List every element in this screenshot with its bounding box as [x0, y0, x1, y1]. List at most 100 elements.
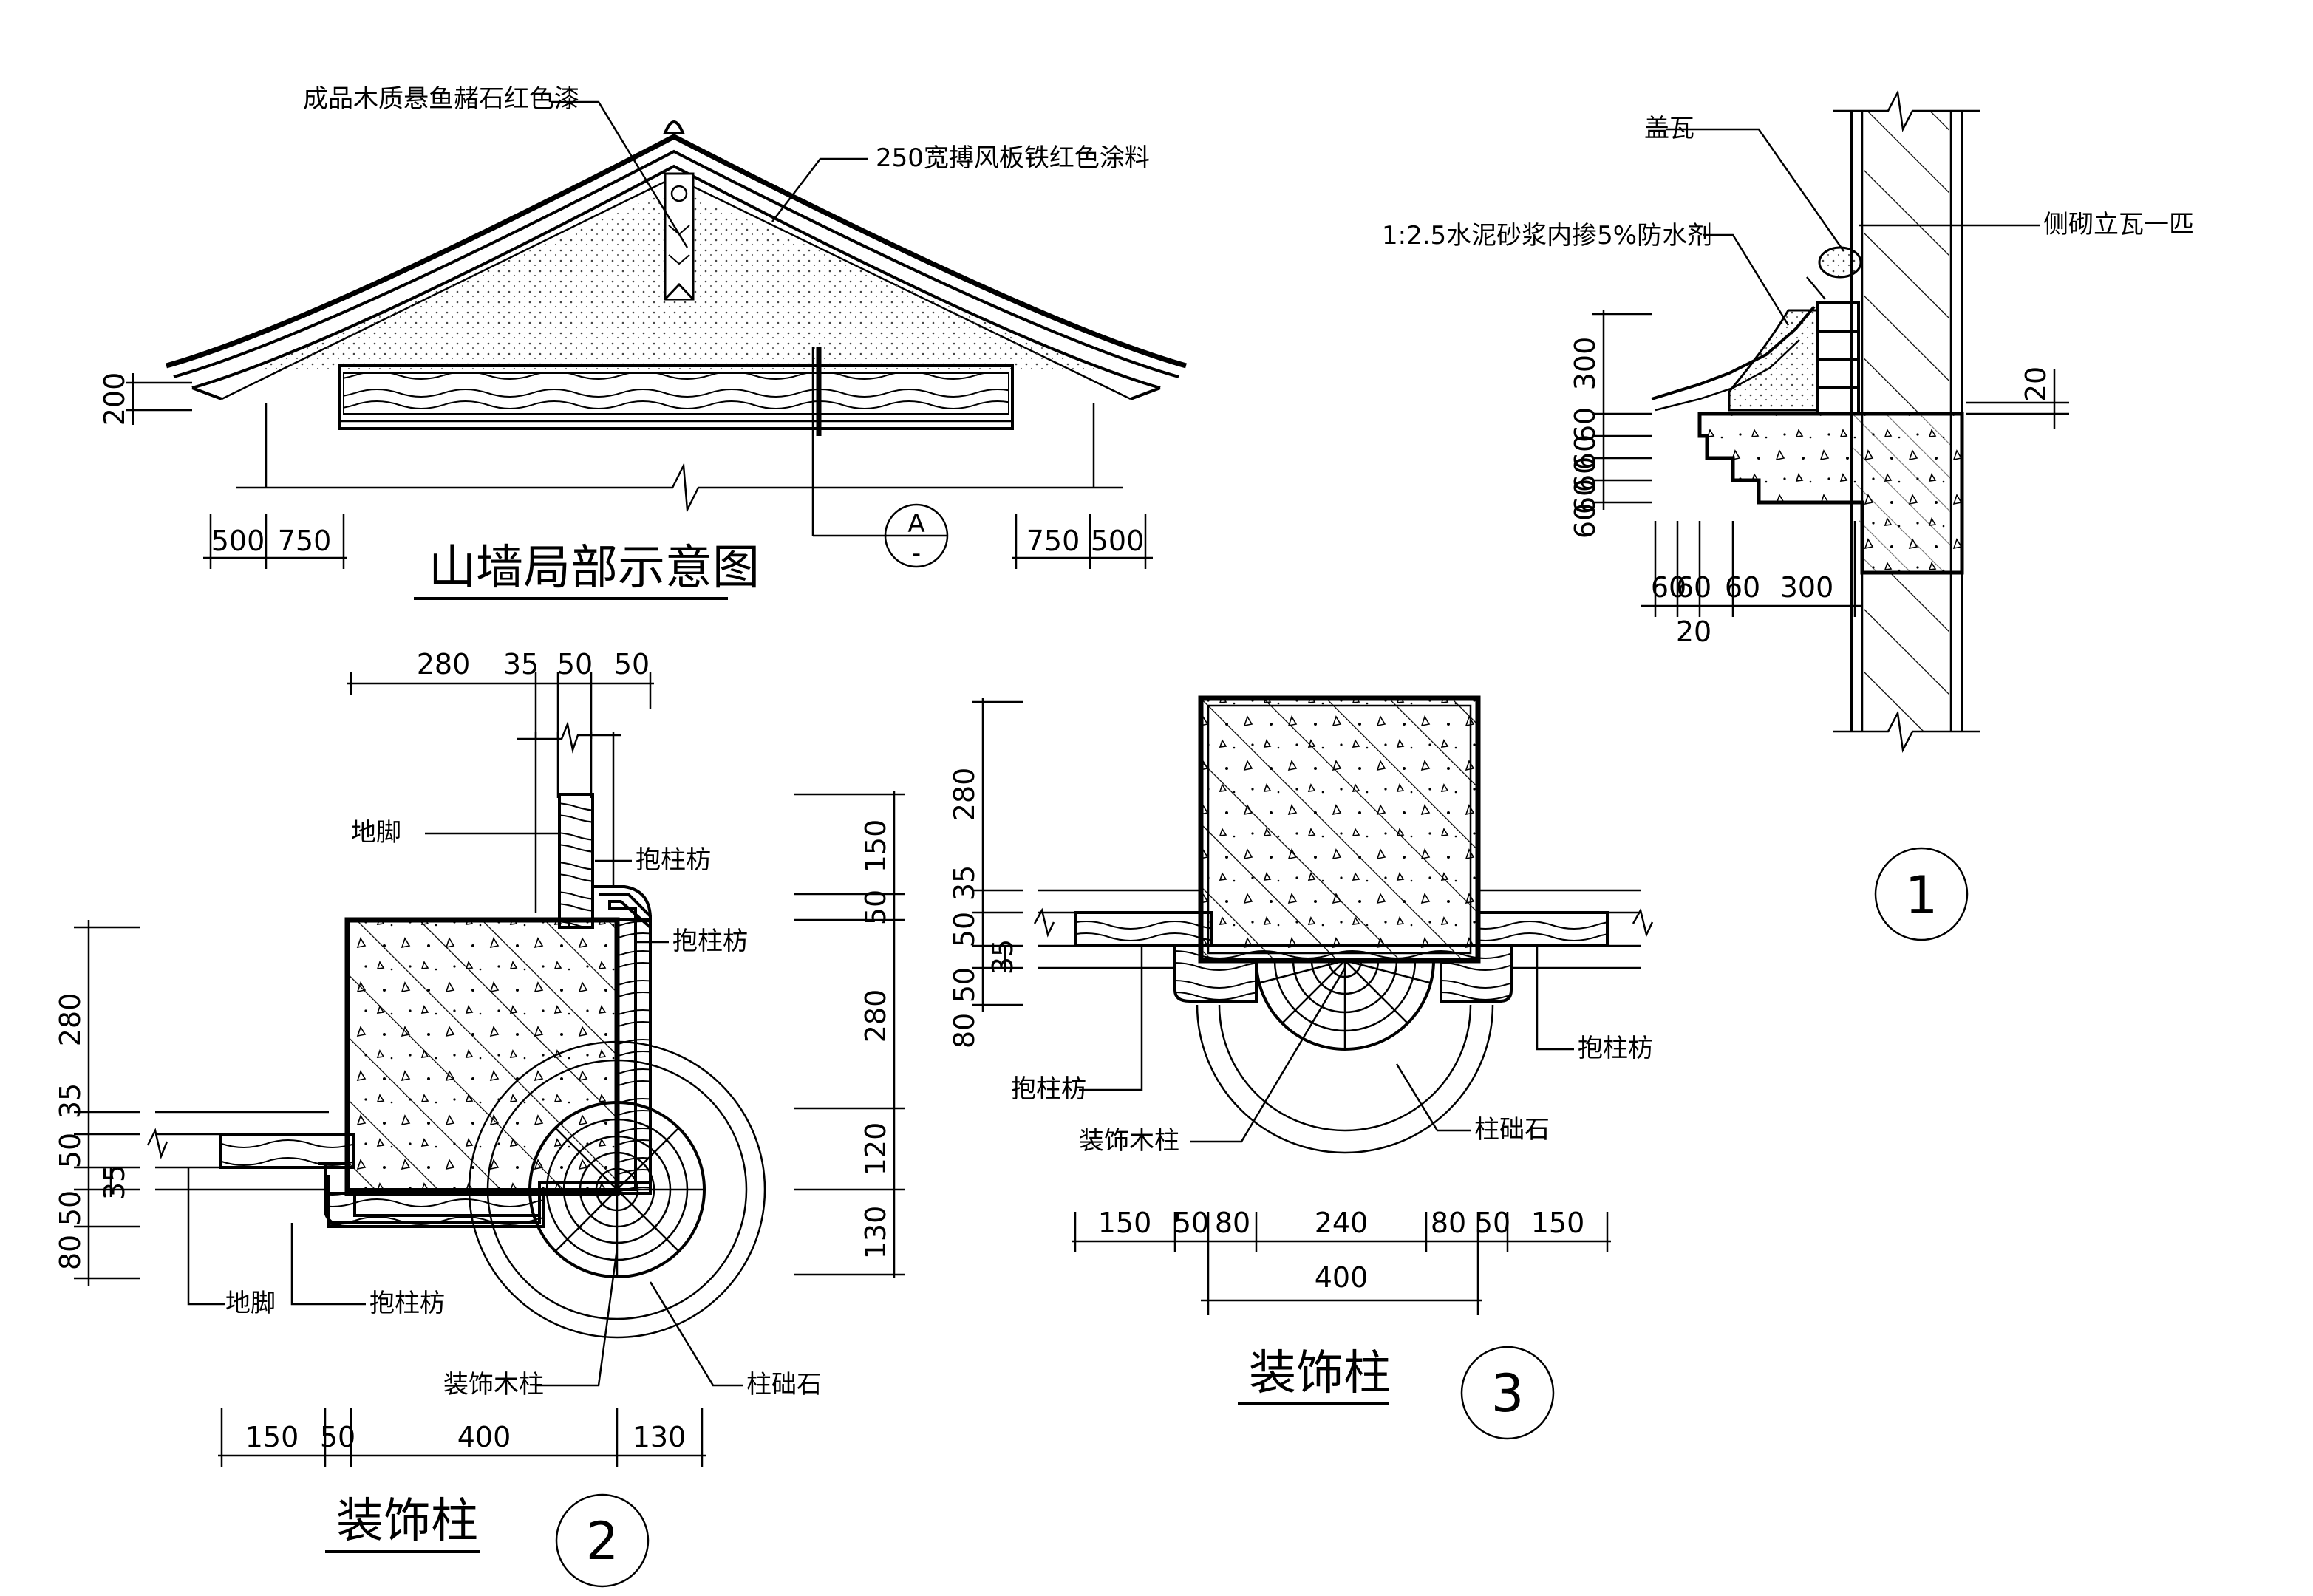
- gable-elevation: A - 500 750 750 500 200 成品木质悬鱼赭石红色漆: [98, 84, 1187, 600]
- gable-dim-side-text: 200: [98, 372, 131, 426]
- d3-dim-left-extra: 35: [987, 939, 1019, 975]
- d2-dim-top-4: 50: [614, 648, 650, 681]
- d2-dijiao-top: [558, 793, 594, 929]
- label-board: 250宽搏风板铁红色涂料: [876, 143, 1150, 173]
- d2-dim-left-3: 50: [54, 1133, 86, 1168]
- d1-dim-v-5: 60: [1569, 479, 1601, 514]
- cap-tile: [1818, 246, 1862, 279]
- gable-dim-left-2: 750: [278, 525, 332, 557]
- d3-title: 装饰柱: [1249, 1346, 1391, 1401]
- gable-title: 山墙局部示意图: [429, 541, 760, 596]
- label-side-tile: 侧砌立瓦一匹: [2043, 210, 2194, 239]
- d2-dim-bottom-1: 150: [245, 1421, 299, 1453]
- wall-hatch-upper: [1864, 111, 1949, 414]
- gable-dims-left: 500 750: [203, 514, 347, 569]
- d3-base-stone-outer: [1196, 1004, 1494, 1154]
- detail1-dims-vertical: 300 60 60 60 60 60: [1569, 310, 1652, 539]
- label-cap-tile: 盖瓦: [1644, 114, 1694, 143]
- d2-dim-right-5: 130: [859, 1206, 892, 1260]
- detail2-number-circle: [555, 1493, 650, 1588]
- d2-baozhufang-side: [616, 918, 652, 1195]
- d3-dim-bottom-1: 150: [1098, 1207, 1152, 1239]
- d3-baozhufang-right: [1476, 911, 1609, 947]
- d2-dims-bottom: 150 50 400 130: [218, 1408, 706, 1467]
- d2-dims-left: 280 35 50 50 80 35: [54, 920, 140, 1286]
- section-marker-sub: -: [912, 539, 921, 568]
- d2-dim-left-extra: 35: [98, 1164, 131, 1200]
- d3-label-baozhufang-left: 抱柱枋: [1011, 1074, 1086, 1104]
- d1-dim-b-3: 60: [1725, 571, 1760, 604]
- detail1-number: 1: [1905, 865, 1938, 926]
- detail-3-wall-column: 280 35 50 50 80 35 150 50 80 240 80 50 1…: [948, 695, 1654, 1440]
- section-marker-label: A: [907, 509, 924, 539]
- detail-2-corner-column: 280 35 50 50 280 35 50 50 80 35: [54, 648, 905, 1588]
- wall-hatch-lower: [1864, 573, 1949, 732]
- d2-dim-top-1: 280: [417, 648, 471, 681]
- d1-dim-v-1: 300: [1569, 337, 1601, 391]
- d2-dim-right-4: 120: [859, 1122, 892, 1176]
- label-mortar: 1:2.5水泥砂浆内掺5%防水剂: [1382, 221, 1712, 250]
- d1-dim-b-extra: 20: [1676, 615, 1711, 648]
- gable-roof-line: [166, 134, 1187, 369]
- gable-dim-right-2: 500: [1091, 525, 1145, 557]
- d2-label-dijiao-top: 地脚: [351, 818, 401, 848]
- d1-dim-b-4: 300: [1780, 571, 1834, 604]
- d1-dim-right: 20: [2020, 366, 2052, 402]
- d2-label-base-stone: 柱础石: [746, 1370, 822, 1399]
- d2-dim-bottom-2: 50: [320, 1421, 355, 1453]
- d3-dim-bottom-3: 80: [1215, 1207, 1250, 1239]
- d3-label-column: 装饰木柱: [1079, 1126, 1179, 1156]
- d2-dim-right-1: 150: [859, 819, 892, 873]
- d1-dim-v-4: 60: [1569, 457, 1601, 492]
- gable-dim-left-1: 500: [211, 525, 265, 557]
- d3-dim-left-3: 50: [948, 912, 981, 947]
- d3-dim-left-2: 35: [948, 865, 981, 901]
- d3-wood-column: [1254, 959, 1436, 1051]
- d2-dims-top: 280 35 50 50: [347, 648, 654, 739]
- d3-dim-bottom-6: 50: [1475, 1207, 1510, 1239]
- d2-dim-top-3: 50: [557, 648, 593, 681]
- detail3-number-circle: [1460, 1346, 1555, 1440]
- d2-baozhufang-bottom: [327, 1192, 545, 1228]
- d3-dim-total: 400: [1315, 1261, 1369, 1294]
- d3-dim-bottom-7: 150: [1531, 1207, 1585, 1239]
- d2-dims-right: 150 50 280 120 130: [794, 791, 905, 1278]
- d2-label-baozhufang-bottom: 抱柱枋: [369, 1289, 445, 1318]
- d3-dims-left: 280 35 50 50 80 35: [948, 698, 1023, 1048]
- d2-dim-left-4: 50: [54, 1190, 86, 1226]
- detail1-number-circle: [1874, 847, 1969, 941]
- d2-dijiao-bottom: [219, 1133, 355, 1169]
- d2-dim-top-2: 35: [503, 648, 539, 681]
- d2-dim-bottom-3: 400: [457, 1421, 511, 1453]
- d1-dim-v-6: 60: [1569, 503, 1601, 539]
- detail3-number: 3: [1491, 1363, 1525, 1424]
- d2-dim-left-1: 280: [54, 993, 86, 1047]
- d1-dim-v-2: 60: [1569, 407, 1601, 443]
- hanging-fish-ornament: [664, 172, 695, 301]
- d3-dim-left-4: 50: [948, 967, 981, 1003]
- d3-dim-bottom-2: 50: [1173, 1207, 1209, 1239]
- d1-dim-b-2: 60: [1676, 571, 1711, 604]
- d2-dim-bottom-4: 130: [633, 1421, 687, 1453]
- d3-label-baozhufang-right: 抱柱枋: [1578, 1034, 1653, 1063]
- d2-label-baozhufang-1: 抱柱枋: [636, 845, 711, 875]
- mortar-bed: [1728, 309, 1819, 412]
- detail1-dim-right: 20: [1966, 366, 2069, 429]
- d2-dim-right-2: 50: [859, 890, 892, 925]
- detail-1-eave-section: 盖瓦 1:2.5水泥砂浆内掺5%防水剂 侧砌立瓦一匹 300 60 60 60 …: [1382, 89, 2194, 941]
- d2-dim-left-2: 35: [54, 1083, 86, 1119]
- gable-dims-right: 750 500: [1012, 514, 1153, 569]
- d1-dim-v-3: 60: [1569, 434, 1601, 470]
- d2-dim-left-5: 80: [54, 1235, 86, 1270]
- d3-dims-bottom: 150 50 80 240 80 50 150 400: [1072, 1207, 1611, 1315]
- d2-label-dijiao-bottom: 地脚: [225, 1289, 276, 1318]
- d3-label-base-stone: 柱础石: [1474, 1115, 1550, 1145]
- detail1-dims-bottom: 60 60 60 300 20: [1641, 521, 1862, 648]
- d2-title: 装饰柱: [336, 1494, 478, 1549]
- d2-label-column: 装饰木柱: [443, 1370, 544, 1399]
- d2-dim-right-3: 280: [859, 989, 892, 1043]
- d3-dim-left-1: 280: [948, 768, 981, 822]
- gable-dim-side: 200: [98, 372, 192, 426]
- d3-baozhufang-left: [1074, 911, 1213, 947]
